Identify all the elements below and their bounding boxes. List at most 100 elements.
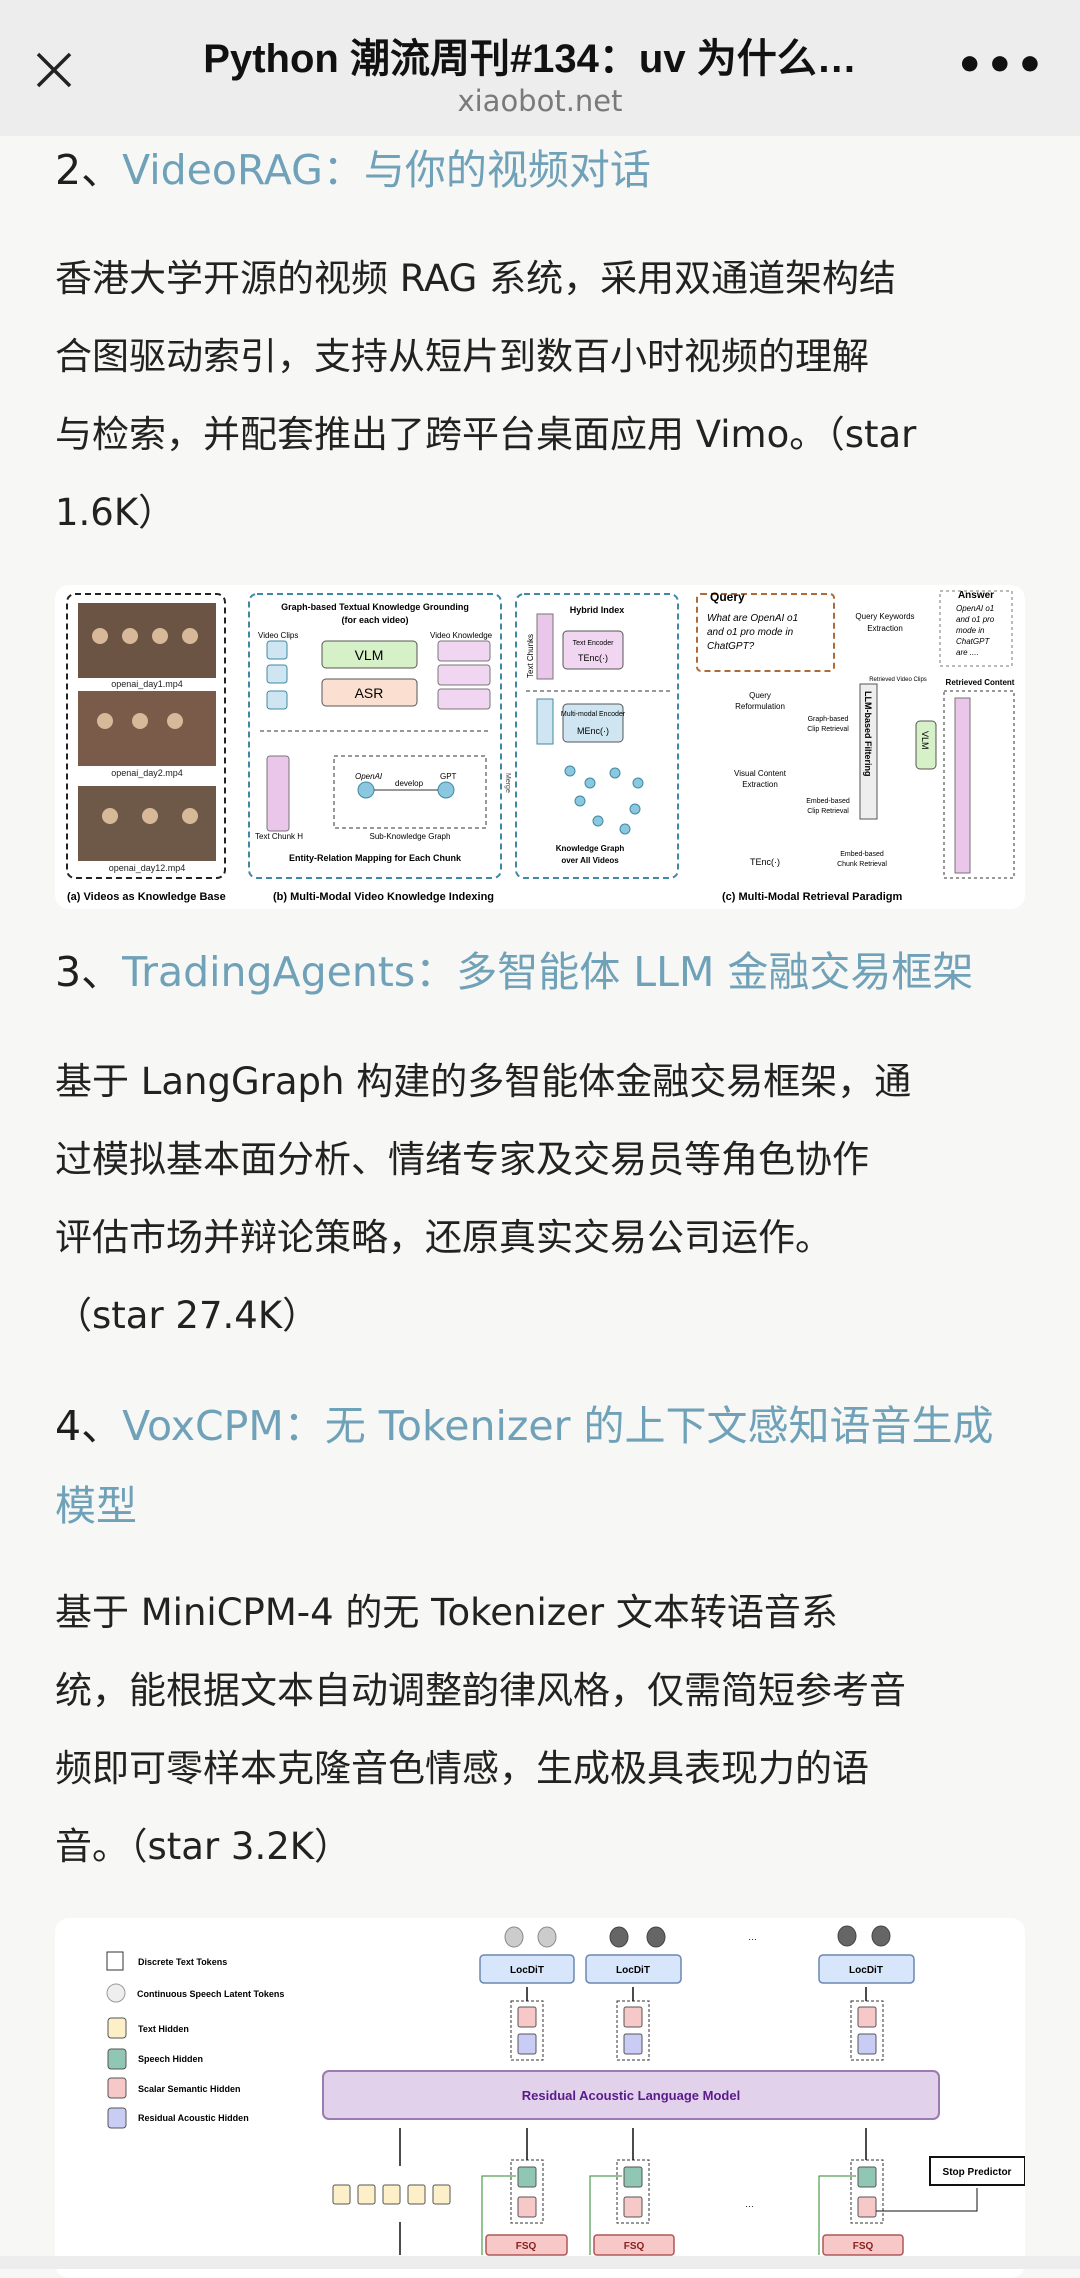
label: (for each video) xyxy=(341,615,408,625)
video-label: openai_day1.mp4 xyxy=(111,679,183,689)
label: OpenAI xyxy=(355,772,383,781)
label: Graph-based Textual Knowledge Grounding xyxy=(281,602,469,612)
legend-label: Continuous Speech Latent Tokens xyxy=(137,1989,284,1999)
label: Chunk Retrieval xyxy=(837,861,887,868)
label: OpenAI o1 xyxy=(956,604,994,613)
legend-label: Scalar Semantic Hidden xyxy=(138,2084,241,2094)
label: MEnc(·) xyxy=(577,726,609,736)
label: Embed-based xyxy=(806,798,850,805)
tradingagents-link[interactable]: TradingAgents：多智能体 LLM 金融交易框架 xyxy=(122,948,974,996)
videorag-link[interactable]: VideoRAG：与你的视频对话 xyxy=(122,146,651,194)
locdit-label: LocDiT xyxy=(849,1965,883,1976)
label: and o1 pro xyxy=(956,615,995,624)
label: Clip Retrieval xyxy=(807,726,849,733)
label: Video Knowledge xyxy=(430,631,493,640)
videorag-architecture-figure[interactable]: openai_day1.mp4 openai_day2.mp4 openai_d… xyxy=(55,585,1025,909)
label: Retrieved Video Clips xyxy=(869,677,927,683)
text-line: 1.6K） xyxy=(55,491,176,534)
bottom-bar xyxy=(0,2256,1080,2269)
label: Extraction xyxy=(742,780,778,789)
voxcpm-description: 基于 MiniCPM-4 的无 Tokenizer 文本转语音系 统，能根据文本… xyxy=(55,1574,1045,1886)
label: Text Chunk H xyxy=(255,832,303,841)
label: Query xyxy=(710,590,745,604)
legend-label: Residual Acoustic Hidden xyxy=(138,2113,249,2123)
label: and o1 pro mode in xyxy=(707,627,794,638)
section-number: 4、 xyxy=(55,1402,123,1450)
video-label: openai_day12.mp4 xyxy=(109,863,186,873)
label: TEnc(·) xyxy=(750,857,780,867)
label: VLM xyxy=(355,647,384,663)
text-line: 基于 LangGraph 构建的多智能体金融交易框架，通 xyxy=(55,1060,912,1103)
label: Query Keywords xyxy=(855,612,914,621)
label: Video Clips xyxy=(258,631,298,640)
ellipsis: … xyxy=(748,1932,757,1942)
panel-c: Query What are OpenAI o1 and o1 pro mode… xyxy=(696,590,1015,879)
fsq-label: FSQ xyxy=(516,2241,537,2252)
panel-a: openai_day1.mp4 openai_day2.mp4 openai_d… xyxy=(66,593,226,879)
label: ASR xyxy=(355,685,384,701)
label: ChatGPT? xyxy=(707,641,755,652)
label: What are OpenAI o1 xyxy=(707,613,798,624)
section-heading-voxcpm: 4、VoxCPM：无 Tokenizer 的上下文感知语音生成 xyxy=(55,1387,993,1465)
label: are .... xyxy=(956,648,979,657)
caption: (a) Videos as Knowledge Base xyxy=(67,891,226,903)
label: ChatGPT xyxy=(956,637,990,646)
label: Visual Content xyxy=(734,769,787,778)
section-number: 3、 xyxy=(55,948,123,996)
stop-predictor-label: Stop Predictor xyxy=(943,2167,1012,2178)
videorag-description: 香港大学开源的视频 RAG 系统，采用双通道架构结 合图驱动索引，支持从短片到数… xyxy=(55,240,1045,552)
ellipsis: … xyxy=(745,2199,754,2209)
video-label: openai_day2.mp4 xyxy=(111,768,183,778)
section-heading-videorag: 2、VideoRAG：与你的视频对话 xyxy=(55,131,651,209)
section-number: 2、 xyxy=(55,146,123,194)
label: Query xyxy=(749,691,771,700)
legend-label: Discrete Text Tokens xyxy=(138,1957,227,1967)
label: Multi-modal Encoder xyxy=(561,711,626,718)
legend-label: Text Hidden xyxy=(138,2024,189,2034)
text-line: 评估市场并辩论策略，还原真实交易公司运作。 xyxy=(55,1216,832,1259)
panel-b: Graph-based Textual Knowledge Grounding … xyxy=(248,593,502,879)
fsq-label: FSQ xyxy=(624,2241,645,2252)
voxcpm-architecture-figure[interactable]: Discrete Text Tokens Continuous Speech L… xyxy=(55,1918,1025,2278)
caption: (c) Multi-Modal Retrieval Paradigm xyxy=(722,891,903,903)
more-icon[interactable]: ••• xyxy=(955,40,1046,91)
label: Text Encoder xyxy=(573,640,615,647)
legend-label: Speech Hidden xyxy=(138,2054,203,2064)
text-line: 统，能根据文本自动调整韵律风格，仅需简短参考音 xyxy=(55,1669,906,1712)
label: Knowledge Graph xyxy=(556,844,625,853)
ralm-label: Residual Acoustic Language Model xyxy=(522,2088,740,2103)
label: Graph-based xyxy=(808,716,849,723)
label: develop xyxy=(395,779,424,788)
text-line: 基于 MiniCPM-4 的无 Tokenizer 文本转语音系 xyxy=(55,1591,838,1634)
panel-hybrid-index: Hybrid Index Text Chunks Text EncoderTEn… xyxy=(515,593,679,879)
text-line: 合图驱动索引，支持从短片到数百小时视频的理解 xyxy=(55,335,869,378)
locdit-label: LocDiT xyxy=(616,1965,650,1976)
text-line: 与检索，并配套推出了跨平台桌面应用 Vimo。（star xyxy=(55,413,917,456)
label: Retrieved Content xyxy=(946,678,1015,687)
caption: (b) Multi-Modal Video Knowledge Indexing xyxy=(273,891,494,903)
label: LLM-based Filtering xyxy=(863,691,873,777)
top-bar: Python 潮流周刊#134：uv 为什么… xiaobot.net ••• xyxy=(0,0,1080,136)
text-line: 音。（star 3.2K） xyxy=(55,1825,352,1868)
page-domain: xiaobot.net xyxy=(457,84,623,118)
page-title: Python 潮流周刊#134：uv 为什么… xyxy=(203,37,857,81)
label: Answer xyxy=(958,590,994,601)
voxcpm-link[interactable]: VoxCPM：无 Tokenizer 的上下文感知语音生成 xyxy=(122,1402,994,1450)
text-line: 香港大学开源的视频 RAG 系统，采用双通道架构结 xyxy=(55,257,897,300)
label: Reformulation xyxy=(735,702,785,711)
label: Entity-Relation Mapping for Each Chunk xyxy=(289,853,462,863)
text-line: 过模拟基本面分析、情绪专家及交易员等角色协作 xyxy=(55,1138,869,1181)
label: Clip Retrieval xyxy=(807,808,849,815)
label: VLM xyxy=(920,731,930,750)
label: GPT xyxy=(440,772,457,781)
close-icon[interactable] xyxy=(34,50,74,90)
section-heading-tradingagents: 3、TradingAgents：多智能体 LLM 金融交易框架 xyxy=(55,933,973,1011)
label: Embed-based xyxy=(840,851,884,858)
voxcpm-link-cont[interactable]: 模型 xyxy=(55,1482,137,1530)
text-chunks-label: Text Chunks xyxy=(526,634,535,678)
section-heading-voxcpm-cont: 模型 xyxy=(55,1467,137,1545)
label: Sub-Knowledge Graph xyxy=(370,832,451,841)
label: over All Videos xyxy=(561,856,619,865)
fsq-label: FSQ xyxy=(853,2241,874,2252)
